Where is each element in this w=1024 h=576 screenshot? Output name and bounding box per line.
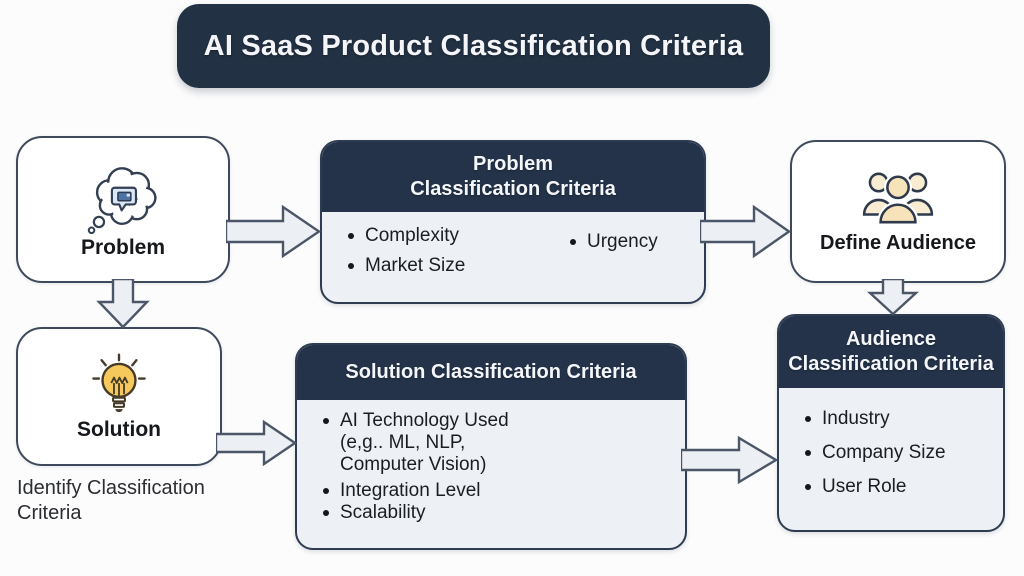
node-solution-label: Solution	[77, 417, 161, 441]
list-item: Company Size	[805, 443, 946, 463]
panel-audience-criteria-header: Audience Classification Criteria	[779, 316, 1003, 388]
list-item: User Role	[805, 477, 906, 497]
bullet-dot	[570, 239, 576, 245]
panel-problem-criteria-title-line2: Classification Criteria	[410, 178, 616, 200]
panel-problem-criteria-title-line1: Problem	[472, 153, 554, 175]
panel-audience-criteria-title-line1: Audience	[845, 328, 937, 350]
bullet-label: Complexity	[365, 225, 459, 246]
list-item: AI Technology Used	[323, 410, 685, 432]
bullet-dot	[805, 416, 811, 422]
caption-line1: Identify Classification	[17, 477, 205, 499]
bullet-label: Company Size	[822, 442, 946, 463]
bullet-dot	[805, 450, 811, 456]
bullet-label: AI Technology Used	[340, 410, 509, 431]
panel-solution-criteria: Solution Classification Criteria AI Tech…	[295, 343, 687, 550]
list-item: Urgency	[570, 232, 658, 252]
list-item: Integration Level	[323, 480, 685, 502]
bullet-dot	[323, 488, 329, 494]
panel-problem-criteria: Problem Classification Criteria Complexi…	[320, 140, 706, 304]
node-problem-label: Problem	[80, 235, 166, 259]
bullet-dot	[348, 263, 354, 269]
panel-solution-criteria-body: AI Technology Used (e,g.. ML, NLP, Compu…	[297, 400, 685, 524]
caption-identify-criteria: Identify Classification Criteria	[17, 476, 267, 526]
lightbulb-icon	[92, 353, 146, 412]
bullet-dot	[348, 233, 354, 239]
node-define-audience: Define Audience	[790, 140, 1006, 283]
node-define-audience-label: Define Audience	[820, 232, 976, 254]
panel-problem-criteria-header: Problem Classification Criteria	[322, 142, 704, 212]
arrow-solution-to-solution-criteria	[216, 419, 298, 467]
node-problem: Problem	[16, 136, 230, 283]
bullet-label: Urgency	[587, 231, 658, 252]
bullet-label: Integration Level	[340, 480, 481, 501]
bullet-sub-line: (e,g.. ML, NLP,	[340, 432, 466, 453]
panel-solution-criteria-header: Solution Classification Criteria	[297, 345, 685, 400]
bullet-label: Scalability	[340, 502, 426, 523]
list-item: Scalability	[323, 502, 685, 524]
page-title: AI SaaS Product Classification Criteria	[203, 29, 744, 62]
panel-audience-criteria: Audience Classification Criteria Industr…	[777, 314, 1005, 532]
thought-bubble-icon	[87, 166, 157, 234]
bullet-label: Market Size	[365, 255, 466, 276]
arrow-problem-criteria-to-define-audience	[700, 204, 792, 259]
bullet-sub-line: Computer Vision)	[340, 454, 487, 475]
bullet-dot	[323, 418, 329, 424]
people-group-icon	[862, 172, 934, 226]
bullet-label: User Role	[822, 476, 907, 497]
list-item: Market Size	[348, 256, 465, 276]
list-item: Industry	[805, 409, 890, 429]
caption-line2: Criteria	[17, 502, 82, 524]
panel-solution-criteria-title: Solution Classification Criteria	[345, 361, 637, 383]
bullet-label: Industry	[822, 408, 890, 429]
title-bar: AI SaaS Product Classification Criteria	[177, 4, 770, 88]
list-item: Complexity	[348, 226, 459, 246]
arrow-define-audience-to-audience-criteria	[866, 279, 920, 316]
arrow-problem-to-solution	[96, 279, 150, 329]
arrow-problem-to-problem-criteria	[226, 204, 322, 259]
bullet-dot	[805, 484, 811, 490]
arrow-solution-criteria-to-audience-criteria	[681, 435, 779, 485]
bullet-dot	[323, 510, 329, 516]
panel-audience-criteria-title-line2: Classification Criteria	[788, 353, 994, 375]
node-solution: Solution	[16, 327, 222, 466]
